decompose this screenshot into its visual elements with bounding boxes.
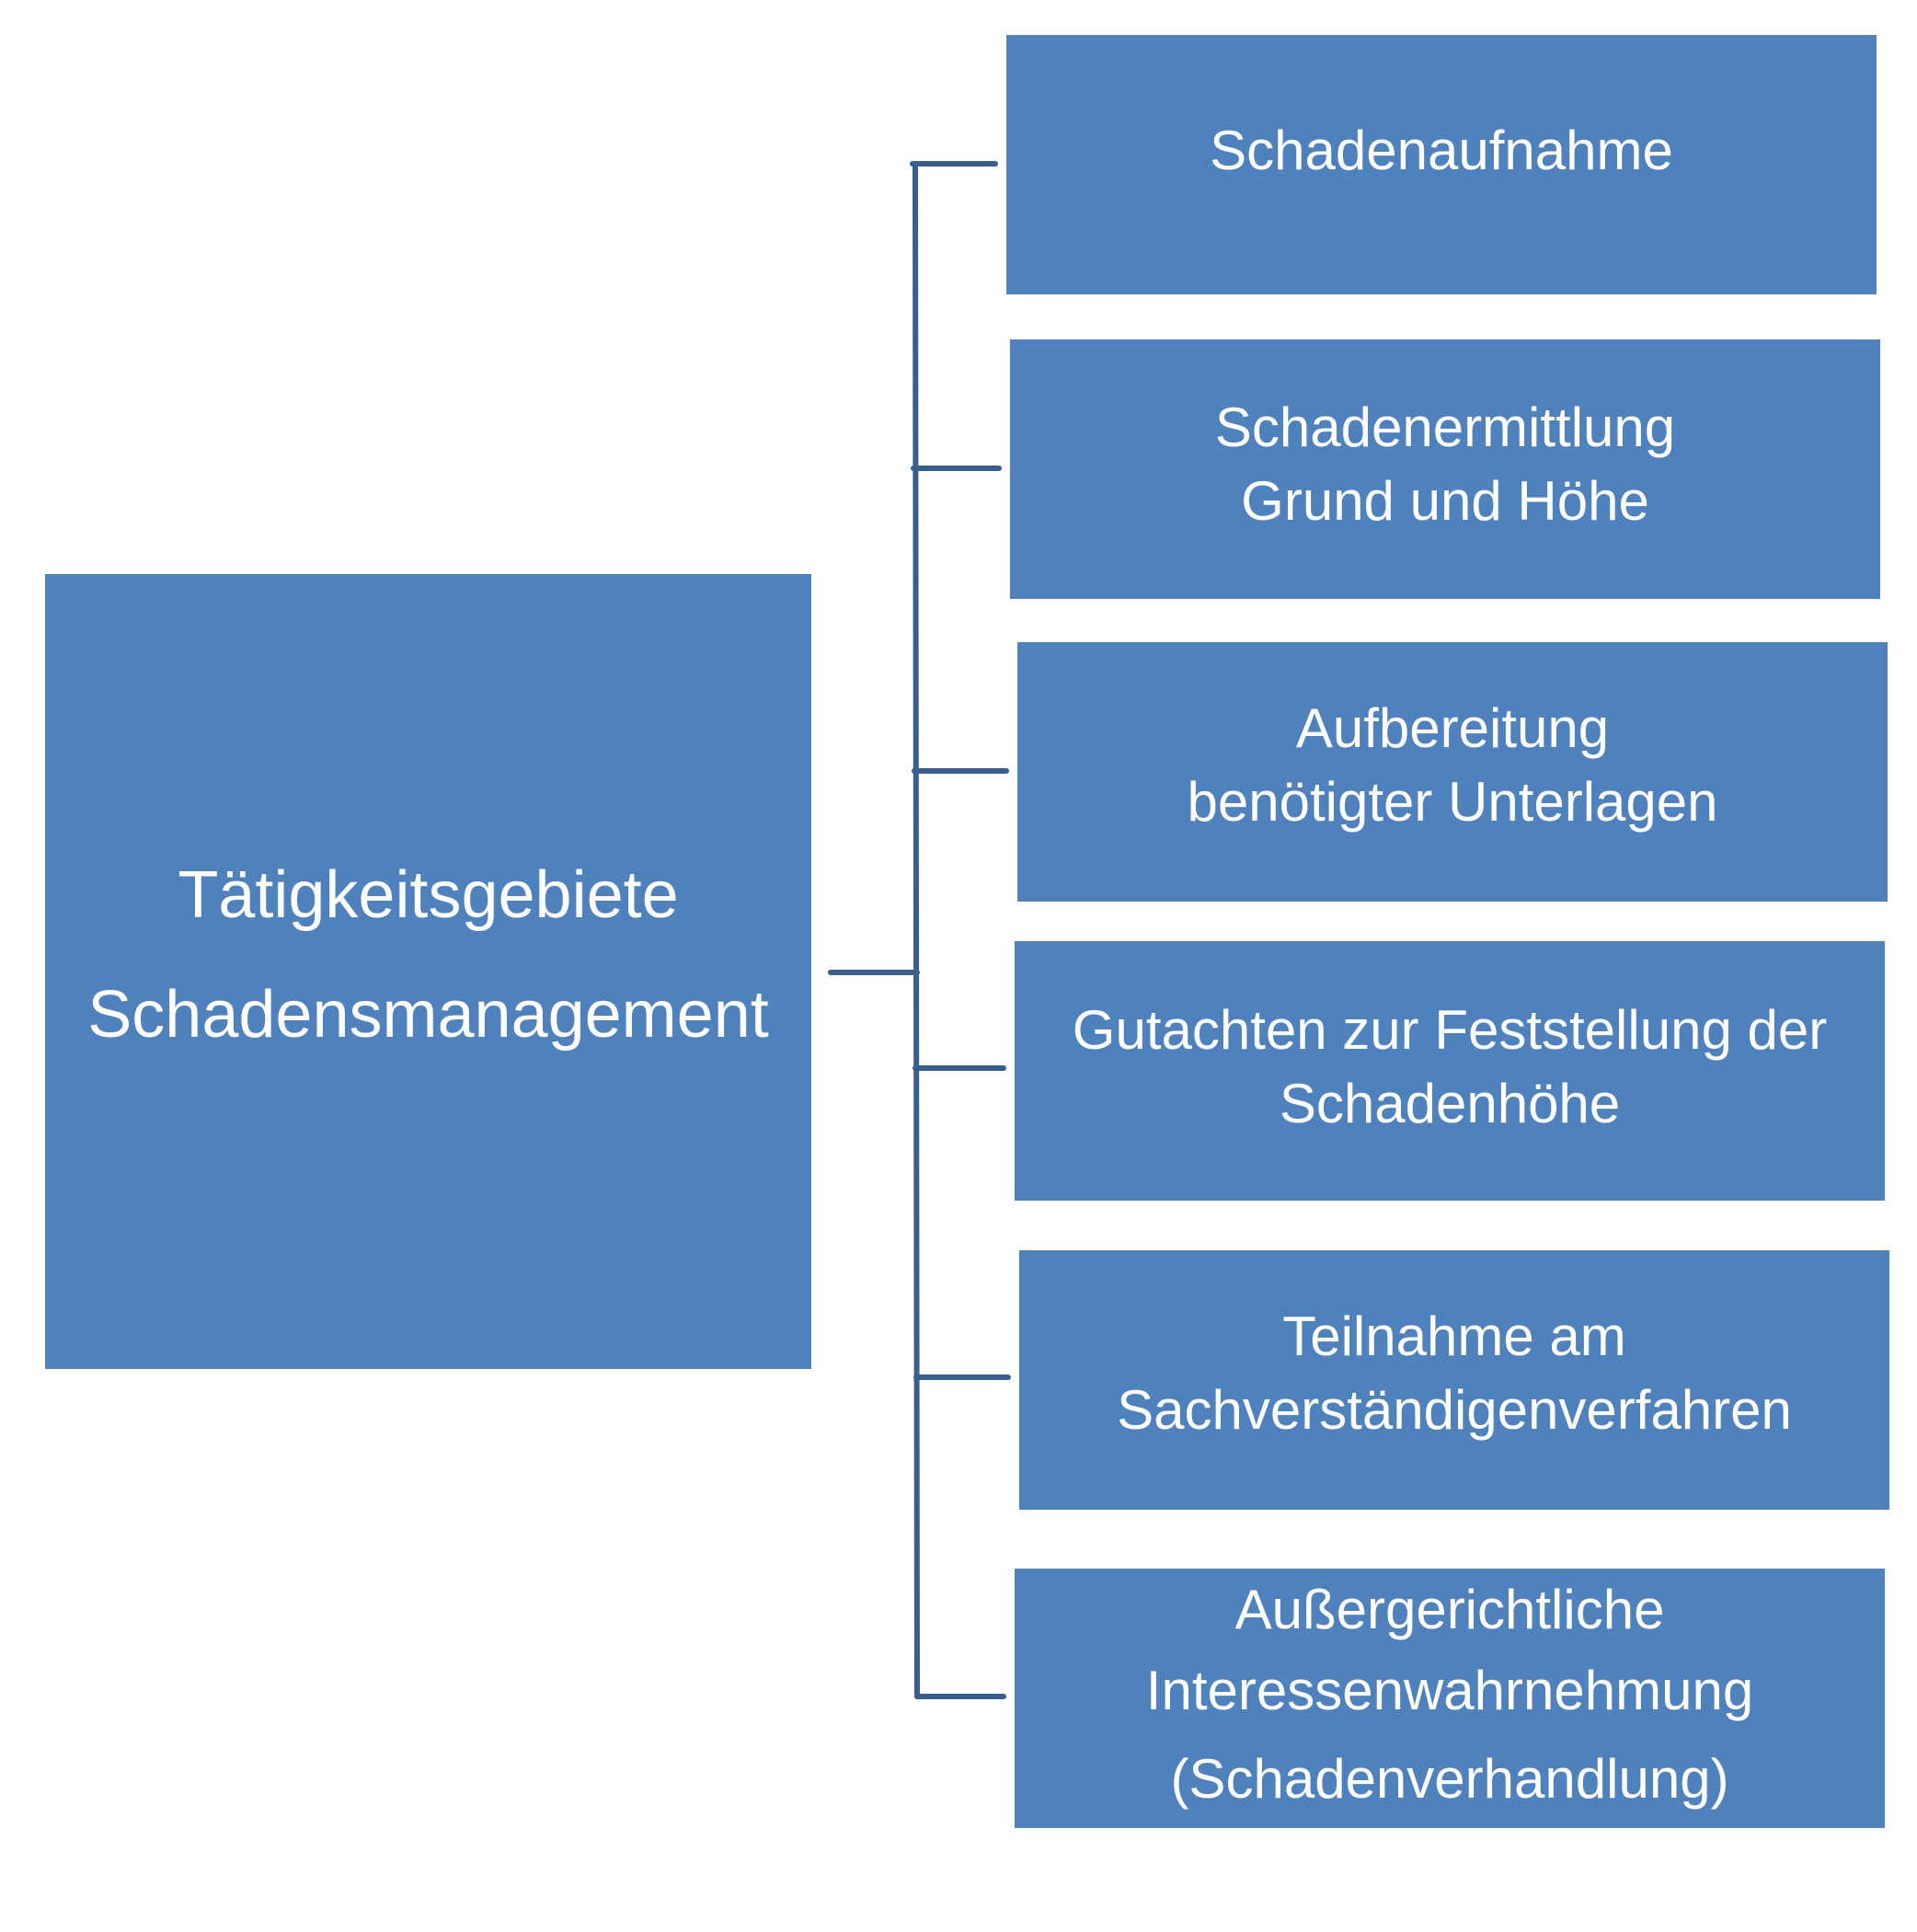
child-3-line-2: benötigter Unterlagen: [1187, 771, 1718, 833]
child-node-interessenwahrnehmung: Außergerichtliche Interessenwahrnehmung …: [1015, 1569, 1885, 1828]
child-5-line-2: Sachverständigenverfahren: [1117, 1379, 1792, 1441]
child-3-line-1: Aufbereitung: [1295, 697, 1610, 759]
child-6-line-2: Interessenwahrnehmung: [1145, 1660, 1754, 1721]
child-node-sachverstaendigenverfahren: Teilnahme am Sachverständigenverfahren: [1019, 1250, 1889, 1510]
child-node-aufbereitung: Aufbereitung benötigter Unterlagen: [1017, 642, 1888, 902]
child-4-line-1: Gutachten zur Feststellung der: [1072, 999, 1828, 1061]
root-node: Tätigkeitsgebiete Schadensmanagement: [45, 574, 811, 1369]
child-node-gutachten: Gutachten zur Feststellung der Schadenhö…: [1015, 941, 1885, 1201]
trunk-line: [913, 161, 920, 1699]
child-4-line-2: Schadenhöhe: [1279, 1073, 1621, 1134]
child-5-line-1: Teilnahme am: [1282, 1305, 1626, 1367]
child-1-line-1: Schadenaufnahme: [1210, 120, 1673, 181]
child-node-schadenermittlung: Schadenermittlung Grund und Höhe: [1010, 339, 1880, 599]
root-line-2: Schadensmanagement: [87, 978, 769, 1052]
child-6-line-1: Außergerichtliche: [1234, 1579, 1665, 1640]
root-line-1: Tätigkeitsgebiete: [178, 858, 679, 932]
child-node-schadenaufnahme: Schadenaufnahme: [1006, 35, 1877, 294]
child-2-line-1: Schadenermittlung: [1214, 397, 1676, 458]
child-6-line-3: (Schadenverhandlung): [1170, 1748, 1729, 1810]
child-2-line-2: Grund und Höhe: [1241, 470, 1649, 532]
